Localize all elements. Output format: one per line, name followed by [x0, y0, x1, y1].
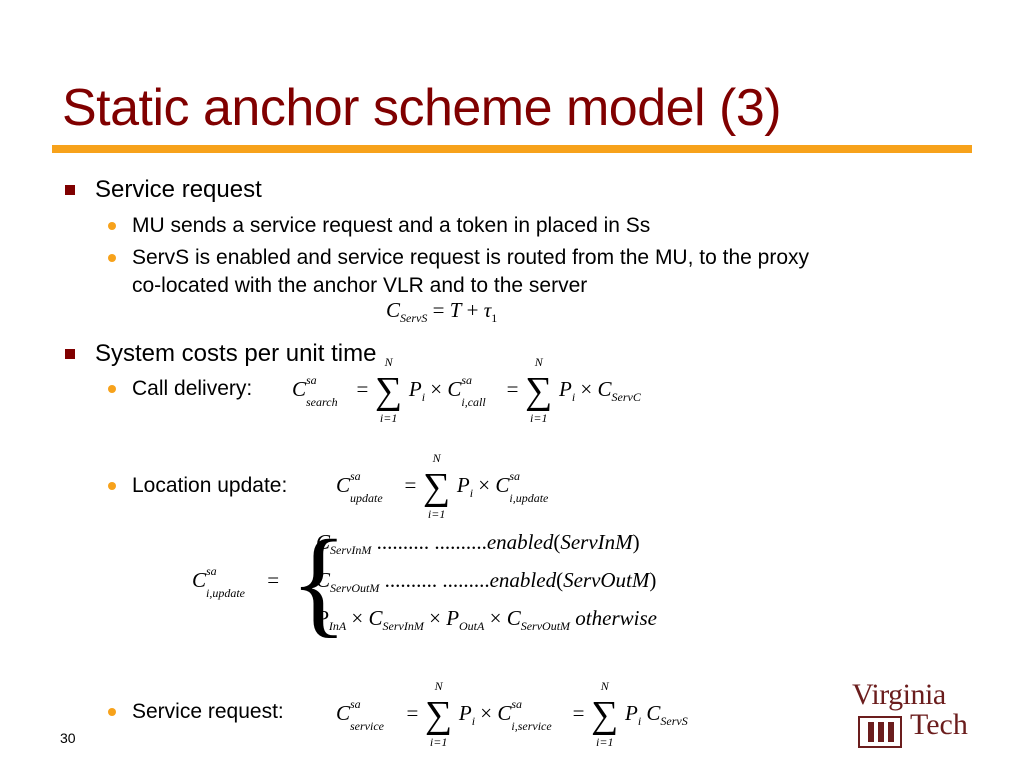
- dot-bullet-icon: [108, 708, 116, 716]
- dot-bullet-icon: [108, 254, 116, 262]
- subbullet-text-line1: ServS is enabled and service request is …: [132, 246, 809, 269]
- dot-bullet-icon: [108, 482, 116, 490]
- bullet-label: Service request: [95, 176, 262, 203]
- dot-bullet-icon: [108, 222, 116, 230]
- piecewise-case-2: CServOutM .......... .........enabled(Se…: [316, 568, 657, 595]
- dot-bullet-icon: [108, 385, 116, 393]
- subbullet-text: Call delivery:: [132, 377, 253, 400]
- subbullet-text: Service request:: [132, 700, 284, 723]
- crest-icon: [858, 716, 902, 748]
- subbullet-text: MU sends a service request and a token i…: [132, 214, 651, 237]
- title-divider: [52, 145, 972, 153]
- slide-title: Static anchor scheme model (3): [62, 79, 782, 137]
- page-number: 30: [60, 730, 76, 746]
- logo-word-tech: Tech: [910, 708, 968, 741]
- subbullet-text-line2: co-located with the anchor VLR and to th…: [132, 274, 588, 297]
- subbullet-text: Location update:: [132, 474, 288, 497]
- square-bullet-icon: [65, 349, 75, 359]
- piecewise-case-1: CServInM .......... ..........enabled(Se…: [316, 530, 640, 557]
- bullet-label: System costs per unit time: [95, 340, 377, 367]
- equation-c-servs: CServS = T + τ1: [386, 298, 498, 325]
- logo-word-virginia: Virginia: [852, 678, 946, 711]
- piecewise-brace: {: [290, 515, 348, 648]
- square-bullet-icon: [65, 185, 75, 195]
- virginia-tech-logo: Virginia Tech: [852, 678, 968, 753]
- piecewise-case-3: PInA × CServInM × POutA × CServOutM othe…: [316, 606, 657, 633]
